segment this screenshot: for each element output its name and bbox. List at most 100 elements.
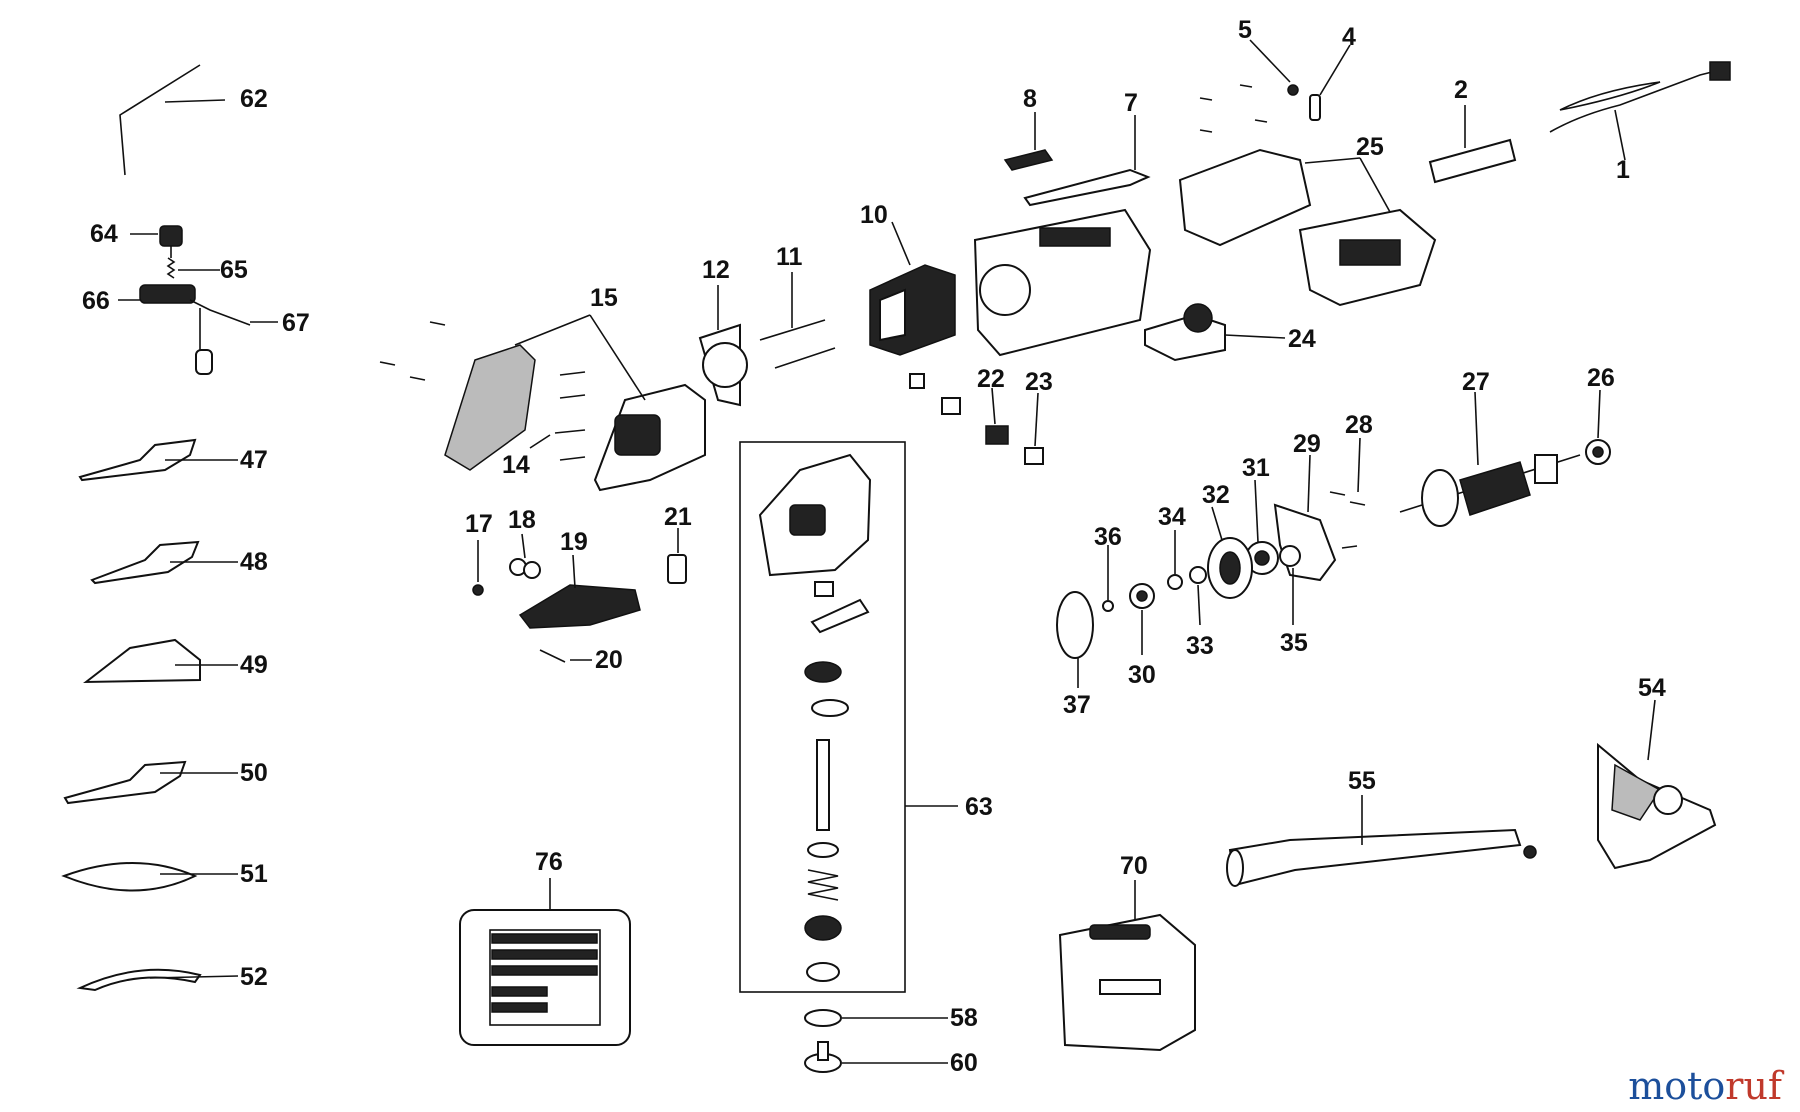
part-25-handle-halves: 25 [1178, 133, 1437, 307]
label-47: 47 [240, 446, 268, 474]
part-30-circlip: 35 [1279, 545, 1308, 657]
part-36-ring: 36 [1094, 523, 1122, 612]
part-2-cable-sleeve: 2 [1428, 76, 1517, 184]
label-11: 11 [776, 243, 803, 271]
part-60-flange: 60 [804, 1041, 978, 1077]
part-26-bearing: 26 [1585, 364, 1615, 465]
part-brush-holders [909, 373, 961, 415]
part-27-armature: 27 [1399, 368, 1581, 527]
label-49: 49 [240, 651, 268, 679]
part-49-sanding-pad: 49 [83, 638, 268, 684]
label-52: 52 [240, 963, 268, 991]
label-34: 34 [1158, 503, 1186, 531]
label-20: 20 [595, 646, 623, 674]
label-23: 23 [1025, 368, 1053, 396]
part-23-brush: 23 [1024, 368, 1053, 465]
part-64-67-clamp: 64 65 66 67 [82, 220, 310, 375]
label-55: 55 [1348, 767, 1376, 795]
part-1-power-cord: 1 [1549, 61, 1731, 184]
label-25: 25 [1356, 133, 1384, 161]
label-62: 62 [240, 85, 268, 113]
label-48: 48 [240, 548, 268, 576]
part-21-clip: 21 [664, 503, 692, 584]
watermark-part2: ruf [1725, 1064, 1782, 1108]
label-10: 10 [860, 201, 888, 229]
part-32-pulley: 32 [1202, 481, 1253, 599]
part-47-blade: 47 [78, 438, 268, 482]
part-48-blade: 48 [90, 540, 268, 585]
part-76-label: 76 [459, 848, 631, 1046]
part-5-screws: 5 [1199, 16, 1299, 133]
part-8-switch-cover: 8 [1003, 85, 1054, 171]
part-20-pin: 20 [539, 646, 623, 674]
watermark-part1: moto [1628, 1064, 1726, 1108]
part-19-lever: 19 [518, 528, 641, 629]
part-10-field-coil: 10 [860, 201, 956, 356]
part-58-seal: 58 [804, 1004, 978, 1032]
label-29: 29 [1293, 430, 1321, 458]
part-28-screws: 28 [1329, 411, 1373, 549]
label-58: 58 [950, 1004, 978, 1032]
label-66: 66 [82, 287, 110, 315]
label-60: 60 [950, 1049, 978, 1077]
part-24-switch: 24 [1144, 303, 1316, 362]
label-22: 22 [977, 365, 1005, 393]
label-2: 2 [1454, 76, 1468, 104]
part-22-brush: 22 [977, 365, 1009, 445]
part-15-housing-left: 15 [444, 284, 706, 492]
part-14-screws: 14 [379, 321, 586, 479]
label-54: 54 [1638, 674, 1666, 702]
part-motor-housing [973, 208, 1152, 357]
label-35: 30 [1128, 661, 1156, 689]
label-21: 21 [664, 503, 692, 531]
label-26: 26 [1587, 364, 1615, 392]
part-50-blade: 50 [63, 759, 268, 805]
label-8: 8 [1023, 85, 1037, 113]
label-15: 15 [590, 284, 618, 312]
part-33-washer: 33 [1186, 566, 1214, 660]
watermark-logo: motoruf [1628, 1064, 1782, 1108]
part-17-screw: 17 [465, 510, 493, 596]
part-63-gear-assembly: 63 [739, 441, 993, 993]
label-7: 7 [1124, 89, 1138, 117]
part-51-round-blade: 51 [61, 860, 268, 892]
part-7-switch-rod: 7 [1023, 89, 1151, 207]
label-28: 28 [1345, 411, 1373, 439]
part-62-hex-key: 62 [119, 64, 268, 176]
part-52-segment-blade: 52 [76, 963, 268, 992]
label-64: 64 [90, 220, 118, 248]
label-33: 33 [1186, 632, 1214, 660]
label-36: 36 [1094, 523, 1122, 551]
label-12: 12 [702, 256, 730, 284]
part-4-bracket: 4 [1309, 23, 1356, 121]
label-19: 19 [560, 528, 588, 556]
part-55-dust-extraction-tube: 55 [1226, 767, 1537, 887]
label-1: 1 [1616, 156, 1630, 184]
label-70: 70 [1120, 852, 1148, 880]
label-67: 67 [282, 309, 310, 337]
label-37: 37 [1063, 691, 1091, 719]
label-51: 51 [240, 860, 268, 888]
label-63: 63 [965, 793, 993, 821]
label-32: 32 [1202, 481, 1230, 509]
label-24: 24 [1288, 325, 1316, 353]
label-5: 5 [1238, 16, 1252, 44]
part-31-bearing: 31 [1242, 454, 1279, 575]
label-4: 4 [1342, 23, 1356, 51]
label-76: 76 [535, 848, 563, 876]
part-35-bearing: 30 [1128, 583, 1156, 689]
label-50: 50 [240, 759, 268, 787]
part-34-washer: 34 [1158, 503, 1186, 590]
label-18: 18 [508, 506, 536, 534]
label-65: 65 [220, 256, 248, 284]
label-30: 35 [1280, 629, 1308, 657]
label-27: 27 [1462, 368, 1490, 396]
part-11-bolts: 11 [759, 243, 836, 369]
label-31: 31 [1242, 454, 1270, 482]
part-70-carry-case: 70 [1058, 852, 1196, 1052]
label-17: 17 [465, 510, 493, 538]
label-14: 14 [502, 451, 530, 479]
part-18-spring: 18 [508, 506, 541, 579]
part-54-sanding-attachment: 54 [1597, 674, 1717, 870]
